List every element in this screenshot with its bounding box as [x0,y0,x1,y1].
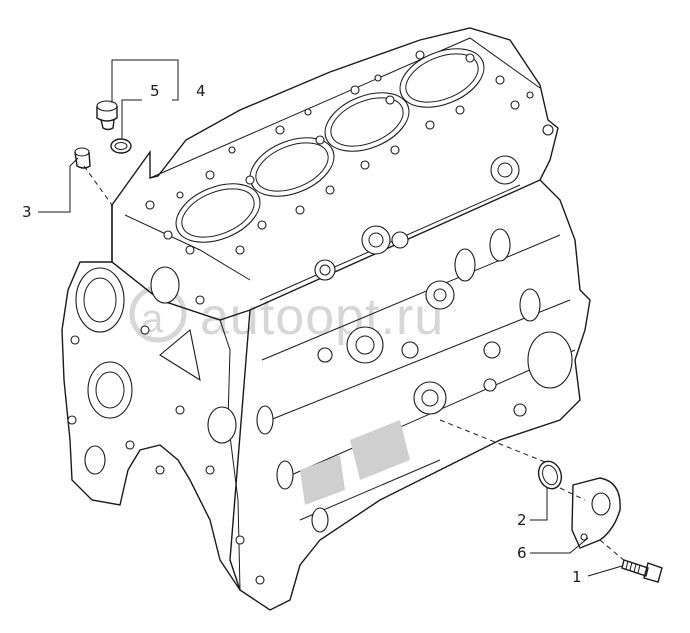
part-flange [571,477,621,549]
front-details [67,266,265,585]
watermark-text: autoopt.ru [200,288,444,346]
side-details [256,124,576,533]
part-bolt [621,559,663,583]
callout-2: 2 [517,511,527,529]
alignment-lines [83,165,627,563]
part-washer [110,138,132,154]
callout-6: 6 [517,544,527,562]
part-plug [96,100,118,131]
part-o-ring [537,460,563,490]
callout-leaders [38,59,623,577]
part-dowel [74,147,91,169]
callout-1: 1 [572,568,582,586]
callout-3: 3 [22,203,32,221]
engine-block [61,27,591,611]
watermark: a autoopt.ru [129,285,444,346]
callout-4: 4 [196,82,206,100]
deck-holes [145,50,534,255]
cylinder-bores [175,48,485,243]
callout-5: 5 [150,82,160,100]
